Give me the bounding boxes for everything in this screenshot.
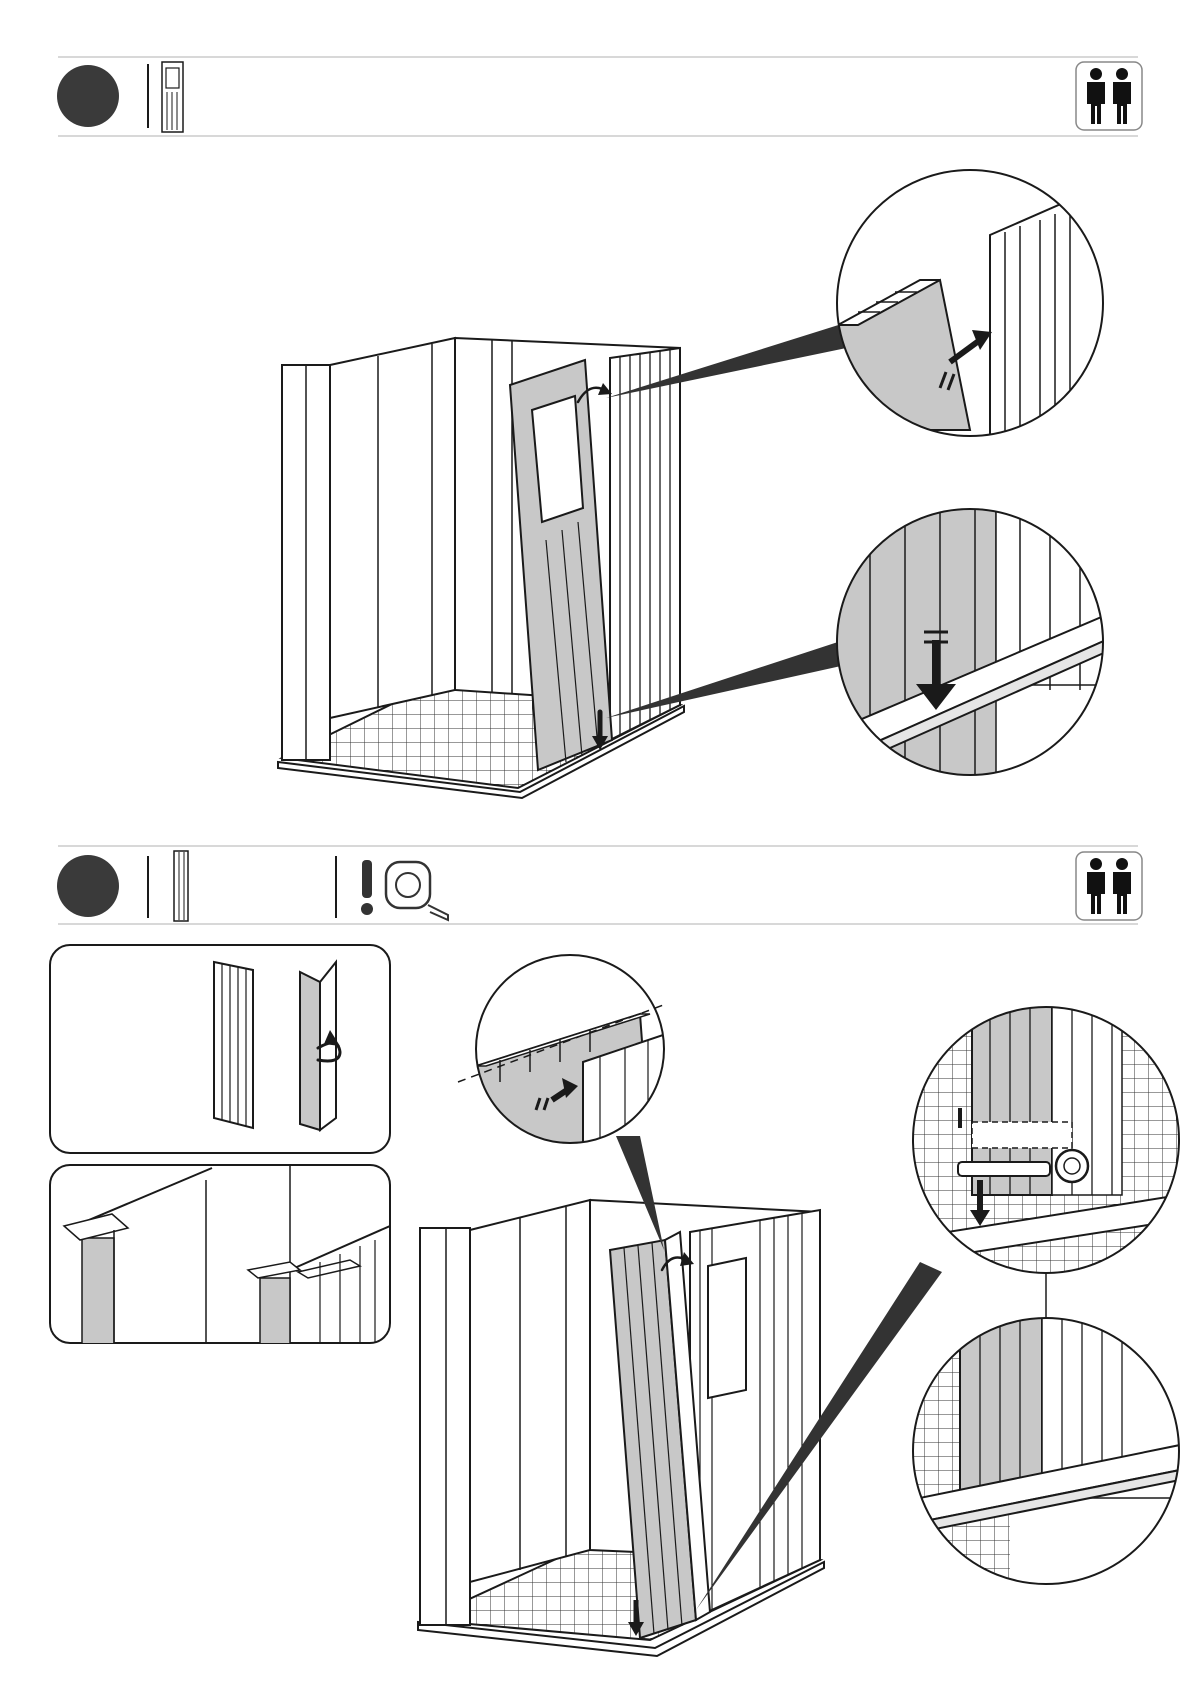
step2-panel-top-inset xyxy=(50,1160,390,1348)
step1-main-assembly-view xyxy=(278,322,856,798)
step2-panel-fold-inset xyxy=(50,945,390,1153)
two-people-icon xyxy=(1076,62,1142,130)
step2-installed-detail xyxy=(910,1318,1182,1588)
step1-number-circle xyxy=(57,65,119,127)
step2-header xyxy=(57,846,1142,924)
step1-header xyxy=(57,57,1142,136)
step1-bottom-joint-detail xyxy=(836,505,1106,775)
door-panel-with-window-icon xyxy=(162,62,183,132)
two-people-icon xyxy=(1076,852,1142,920)
step2-top-joint-detail xyxy=(458,955,666,1150)
step2-number-circle xyxy=(57,855,119,917)
step2-tape-detail xyxy=(910,1005,1180,1275)
tape-measure-icon xyxy=(386,862,448,920)
step1-top-joint-detail xyxy=(837,170,1110,440)
step2-main-assembly-view xyxy=(418,1136,942,1656)
exclamation-icon xyxy=(361,860,373,915)
narrow-wall-panel-icon xyxy=(174,851,188,921)
